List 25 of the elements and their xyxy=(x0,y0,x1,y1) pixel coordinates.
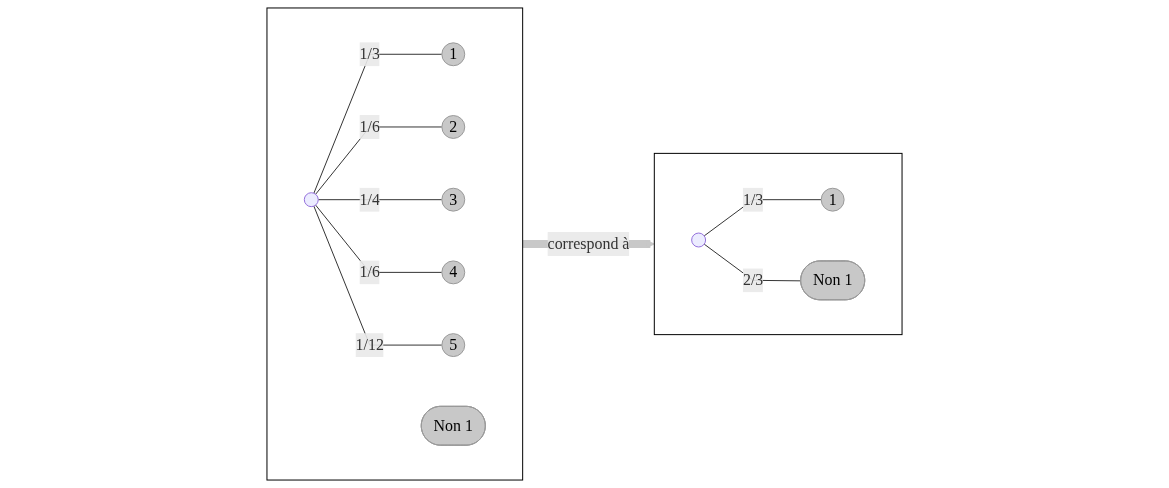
node-circle: 4 xyxy=(441,260,466,285)
edge-label: 2/3 xyxy=(742,271,764,289)
connector xyxy=(315,126,443,195)
node-point xyxy=(691,232,707,248)
connector xyxy=(317,199,443,201)
connector xyxy=(315,204,443,273)
connector xyxy=(703,243,802,282)
edge-label: 1/3 xyxy=(742,190,764,208)
edge-label: 1/4 xyxy=(359,190,380,208)
node-circle: 2 xyxy=(441,115,466,139)
edge-label: 1/12 xyxy=(355,336,384,354)
node-circle: 1 xyxy=(820,187,845,212)
connector xyxy=(703,199,822,237)
edge-label: 1/3 xyxy=(359,45,380,63)
edge-label: correspond à xyxy=(547,235,630,252)
node-circle: 5 xyxy=(441,333,466,358)
edge-label: 1/6 xyxy=(359,118,380,135)
node-circle: 3 xyxy=(441,187,466,212)
connector xyxy=(313,205,443,346)
node-point xyxy=(303,192,319,208)
connector xyxy=(313,53,443,194)
cluster xyxy=(266,7,524,481)
node-circle: 1 xyxy=(441,42,466,67)
cluster xyxy=(653,152,903,336)
edge-label: 1/6 xyxy=(359,263,380,281)
